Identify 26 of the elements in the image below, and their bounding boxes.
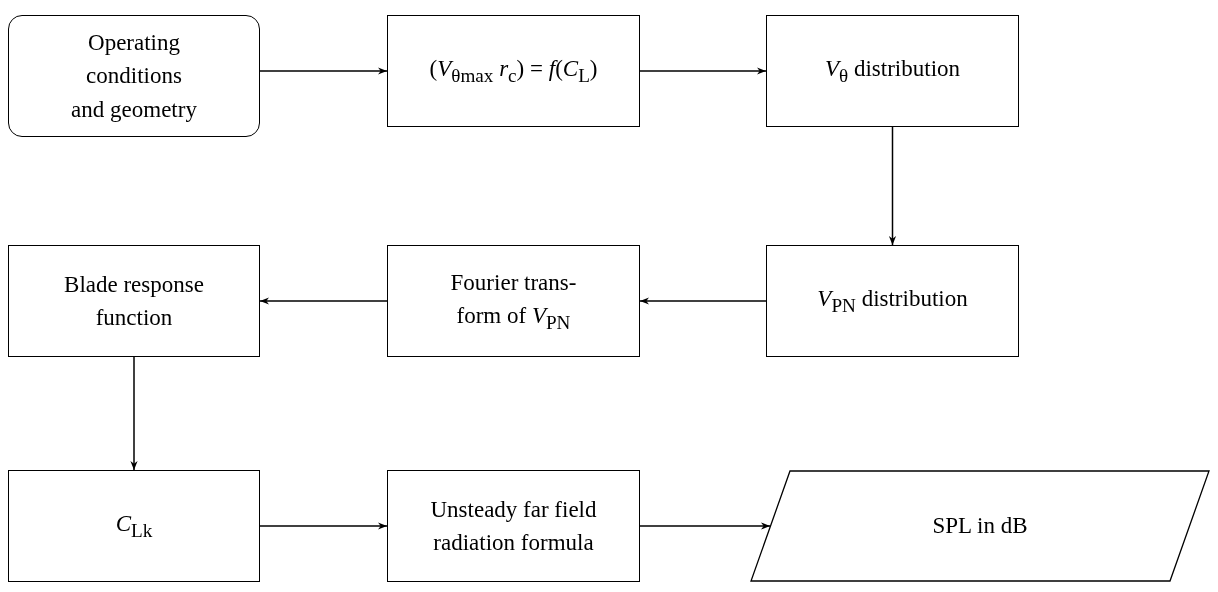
node-text: Operating conditions and geometry: [71, 29, 197, 124]
arrow: [639, 67, 767, 75]
output-parallelogram: [750, 470, 1210, 582]
start-box: [8, 15, 260, 137]
arrow: [639, 522, 771, 530]
process-box: [766, 15, 1019, 127]
process-box: [387, 245, 640, 357]
node-text: Unsteady far field radiation formula: [429, 495, 598, 557]
node-text: V$_{PN}$ distribution: [817, 285, 968, 318]
arrow: [259, 297, 388, 305]
node-text: C$_{Lk}$: [115, 510, 153, 543]
node-text: V$_{θ}$ distribution: [824, 55, 961, 88]
arrow: [259, 67, 388, 75]
node-text: Fourier trans- form of V$_{PN}$: [449, 268, 578, 335]
node-text: (V$_{θmax}$ r$_{c}$) = f(C$_{L}$): [429, 55, 598, 88]
node-text: SPL in dB: [932, 512, 1028, 541]
process-box: [387, 15, 640, 127]
node-text: Blade response function: [63, 270, 205, 332]
process-box: [8, 245, 260, 357]
process-box: [766, 245, 1019, 357]
process-box: [8, 470, 260, 582]
arrow: [888, 126, 897, 246]
arrow: [259, 522, 388, 530]
arrow: [639, 297, 767, 305]
arrow: [130, 356, 138, 471]
process-box: [387, 470, 640, 582]
